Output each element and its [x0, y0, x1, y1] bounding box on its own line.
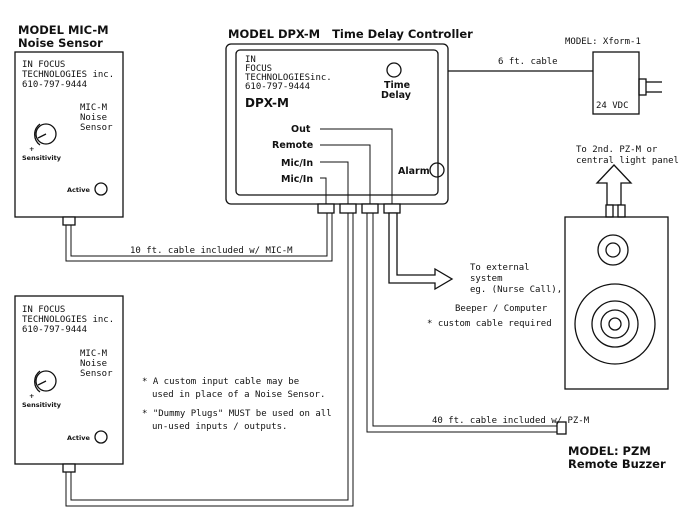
dpx-alarm-led-icon [429, 162, 445, 178]
dpx-jack-out-icon[interactable] [383, 203, 401, 214]
mic-top-heading-type: Noise Sensor [18, 36, 103, 50]
dpx-remote-label: Remote [272, 140, 313, 151]
mic-top-active-label: Active [67, 186, 90, 194]
external-line-3: eg. (Nurse Call), [470, 285, 562, 295]
note-line-3: * "Dummy Plugs" MUST be used on all [142, 409, 332, 419]
mic-bottom-company-line-1: IN FOCUS [22, 305, 65, 315]
mic-top-active-led-icon [94, 182, 108, 196]
pzm-note-line-1: To 2nd. PZ-M or [576, 145, 658, 155]
pzm-cable-jack-icon [556, 421, 567, 435]
mic-bottom-label-model: MIC-M [80, 349, 108, 359]
pzm-buzzer-speaker-icon [574, 283, 656, 365]
pzm-enclosure [564, 216, 669, 390]
mic-bottom-company-line-2: TECHNOLOGIES inc. [22, 315, 114, 325]
mic-top-heading-model: MODEL MIC-M [18, 23, 109, 37]
external-line-2: system [470, 274, 503, 284]
note-line-4: un-used inputs / outputs. [152, 422, 287, 432]
pzm-cable-label: 40 ft. cable included w/ PZ-M [432, 416, 590, 426]
dpx-heading: MODEL DPX-M Time Delay Controller [228, 27, 473, 41]
xform-heading: MODEL: Xform-1 [565, 37, 641, 47]
external-line-4: Beeper / Computer [455, 304, 548, 314]
mic-top-company-line-2: TECHNOLOGIES inc. [22, 70, 114, 80]
dpx-alarm-label: Alarm [398, 166, 430, 177]
dpx-company-line-2: FOCUS [245, 64, 272, 74]
pzm-heading-model: MODEL: PZM [568, 444, 651, 458]
mic-bottom-label-sensor: Sensor [80, 369, 113, 379]
xform-voltage-label: 24 VDC [596, 101, 629, 111]
mic-top-company-line-1: IN FOCUS [22, 60, 65, 70]
mic-bottom-knob-label: Sensitivity [22, 401, 62, 409]
pzm-note-line-2: central light panel [576, 156, 679, 166]
note-line-2: used in place of a Noise Sensor. [152, 390, 325, 400]
mic-top-knob-plus: + [29, 145, 34, 153]
dpx-enclosure [225, 43, 449, 205]
dpx-mic-in-1-label: Mic/In [281, 158, 313, 169]
mic-top-connector-icon [62, 216, 76, 226]
mic-top-phone: 610-797-9444 [22, 80, 87, 90]
mic-bottom-connector-icon [62, 463, 76, 473]
mic-top-sensitivity-knob-icon[interactable] [34, 123, 57, 146]
mic-top-label-noise: Noise [80, 113, 107, 123]
dpx-phone: 610-797-9444 [245, 82, 310, 92]
pzm-heading-type: Remote Buzzer [568, 457, 666, 471]
pzm-up-arrow-icon [595, 164, 633, 206]
dpx-time-delay-knob-icon[interactable] [386, 62, 402, 78]
external-output-arrow-icon [388, 212, 454, 291]
pzm-cable [366, 213, 557, 433]
note-line-1: * A custom input cable may be [142, 377, 299, 387]
mic-bottom-cable [65, 213, 354, 507]
dpx-model-label: DPX-M [245, 96, 289, 110]
dpx-mic-in-2-label: Mic/In [281, 174, 313, 185]
mic-top-label-sensor: Sensor [80, 123, 113, 133]
xform-transformer-icon [592, 51, 662, 115]
dpx-delay-label-text: Delay [381, 90, 412, 101]
mic-top-cable [65, 213, 333, 262]
mic-top-knob-label: Sensitivity [22, 154, 62, 162]
mic-cable-label: 10 ft. cable included w/ MIC-M [130, 246, 293, 256]
dpx-jack-remote-icon[interactable] [361, 203, 379, 214]
pzm-top-jack-right-icon [617, 204, 626, 218]
external-line-1: To external [470, 263, 530, 273]
mic-bottom-active-led-icon [94, 430, 108, 444]
dpx-time-label: Time [384, 80, 410, 91]
mic-bottom-phone: 610-797-9444 [22, 325, 87, 335]
xform-cable-label: 6 ft. cable [498, 57, 558, 67]
dpx-company-line-1: IN [245, 55, 256, 65]
dpx-jack-mic-in-1-icon[interactable] [339, 203, 357, 214]
dpx-company-line-3: TECHNOLOGIESinc. [245, 73, 332, 83]
dpx-internal-leaders [320, 128, 393, 204]
mic-bottom-active-label: Active [67, 434, 90, 442]
external-line-5: * custom cable required [427, 319, 552, 329]
dpx-out-label: Out [291, 124, 311, 135]
mic-bottom-sensitivity-knob-icon[interactable] [34, 370, 57, 393]
mic-bottom-knob-plus: + [29, 392, 34, 400]
mic-top-label-model: MIC-M [80, 103, 108, 113]
pzm-indicator-light-icon [597, 234, 629, 266]
dpx-jack-mic-in-2-icon[interactable] [317, 203, 335, 214]
pzm-top-jack-left-icon [605, 204, 614, 218]
mic-bottom-label-noise: Noise [80, 359, 107, 369]
